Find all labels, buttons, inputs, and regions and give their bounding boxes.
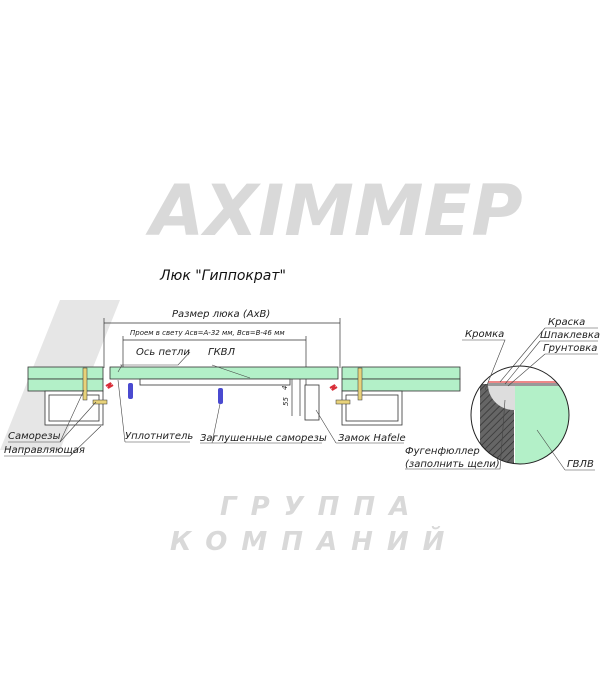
watermark-line2: КОМПАНИЙ — [170, 525, 458, 557]
watermark-brand: AXIMMEP — [145, 170, 523, 252]
label-lock: Замок Hafele — [338, 433, 406, 444]
leader-lines — [4, 351, 404, 457]
watermark-line1: ГРУППА — [220, 492, 423, 522]
label-primer: Грунтовка — [543, 343, 597, 354]
label-putty: Шпаклевка — [540, 330, 600, 341]
label-filler: Фугенфюллер — [405, 446, 480, 457]
dim-55: 55 — [282, 397, 290, 406]
label-screws: Саморезы — [8, 431, 61, 442]
clear-opening-label: Проем в свету Асв=А-32 мм, Всв=В-46 мм — [130, 329, 285, 337]
label-paint: Краска — [548, 317, 585, 328]
seals — [105, 382, 338, 391]
dimension-lines — [103, 318, 341, 416]
label-guide: Направляющая — [4, 445, 85, 456]
label-gvlv: ГВЛВ — [567, 459, 594, 470]
detail-view: Кромка Краска Шпаклевка Грунтовка Фугенф… — [405, 317, 600, 471]
diagram-title: Люк "Гиппократ" — [159, 268, 286, 284]
screws — [82, 367, 363, 405]
label-edge: Кромка — [465, 329, 504, 340]
label-filler-note: (заполнить щели) — [405, 459, 500, 470]
overall-size-label: Размер люка (АхВ) — [172, 309, 270, 320]
label-gkvl: ГКВЛ — [208, 347, 236, 358]
label-hinge-axis: Ось петли — [136, 347, 190, 358]
lock-body — [304, 384, 320, 421]
label-seal: Уплотнитель — [125, 431, 193, 442]
label-sunk-screws: Заглушенные саморезы — [200, 433, 327, 444]
watermark: AXIMMEP ГРУППА КОМПАНИЙ — [0, 170, 523, 557]
